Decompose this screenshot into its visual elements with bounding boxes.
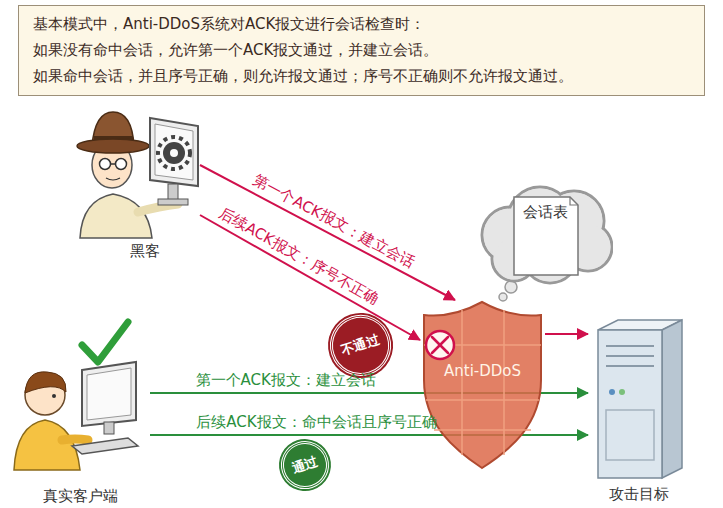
monitor bbox=[150, 118, 198, 186]
drive-bay bbox=[606, 365, 654, 367]
edge-label: 后续ACK报文：序号不正确 bbox=[216, 204, 382, 309]
edge-label: 后续ACK报文：命中会话且序号正确 bbox=[196, 413, 436, 431]
keyboard bbox=[72, 438, 138, 454]
hacker-figure bbox=[77, 112, 198, 238]
target-server: 攻击目标 bbox=[588, 318, 690, 503]
node-label: 黑客 bbox=[130, 242, 160, 260]
shield-pattern bbox=[503, 310, 505, 455]
server-figure bbox=[598, 320, 682, 478]
note-heading: 基本模式中，Anti-DDoS系统对ACK报文进行会话检查时： bbox=[33, 11, 690, 37]
screen bbox=[155, 124, 193, 180]
stamp-text: 通过 bbox=[290, 452, 320, 477]
edge-label: 第一个ACK报文：建立会话 bbox=[196, 371, 376, 389]
node-label: Anti-DDoS bbox=[444, 362, 521, 380]
server-light bbox=[619, 389, 625, 395]
drive-bay bbox=[606, 355, 654, 357]
client-eye bbox=[52, 394, 56, 398]
hacker-node: 黑客 bbox=[90, 105, 200, 260]
monitor-stand bbox=[104, 422, 114, 434]
thought-dot bbox=[505, 281, 517, 293]
monitor-stand bbox=[168, 184, 178, 200]
shield-pattern bbox=[461, 310, 463, 455]
monitor-base bbox=[158, 199, 188, 205]
session-table-bubble: 会话表 bbox=[478, 185, 613, 285]
block-mark bbox=[426, 331, 454, 359]
glasses bbox=[116, 159, 127, 170]
document-icon bbox=[514, 197, 578, 275]
note-box: 基本模式中，Anti-DDoS系统对ACK报文进行会话检查时：如果没有命中会话，… bbox=[18, 5, 705, 96]
client-figure bbox=[14, 322, 138, 470]
note-line: 如果命中会话，并且序号正确，则允许报文通过；序号不正确则不允许报文通过。 bbox=[33, 63, 690, 89]
hat-brim bbox=[77, 139, 149, 153]
shield-pattern bbox=[426, 399, 539, 401]
node-label: 会话表 bbox=[523, 203, 568, 221]
client-body bbox=[14, 420, 80, 470]
node-label: 攻击目标 bbox=[609, 485, 669, 503]
glasses-bridge bbox=[111, 163, 116, 165]
flow-arrow bbox=[200, 215, 420, 340]
block-cross bbox=[432, 337, 448, 353]
gear-icon bbox=[163, 142, 185, 164]
glasses bbox=[100, 159, 111, 170]
shield-pattern bbox=[434, 429, 531, 431]
drive-bay bbox=[606, 345, 654, 347]
note-line: 如果没有命中会话，允许第一个ACK报文通过，并建立会话。 bbox=[33, 37, 690, 63]
checkmark bbox=[82, 322, 128, 362]
flow-arrow bbox=[545, 333, 588, 335]
shield-shape bbox=[420, 300, 545, 470]
thought-bubble bbox=[478, 185, 613, 285]
client-node: 真实客户端 bbox=[10, 320, 150, 505]
shield-outline bbox=[424, 302, 541, 468]
client-hair bbox=[25, 372, 66, 393]
mouth bbox=[106, 178, 120, 180]
pass-stamp: 通过 bbox=[275, 435, 336, 496]
server-side bbox=[662, 320, 682, 478]
block-cross bbox=[432, 337, 448, 353]
server-front bbox=[598, 330, 662, 478]
edge-label: 第一个ACK报文：建立会话 bbox=[250, 171, 418, 271]
node-label: 真实客户端 bbox=[43, 487, 118, 505]
anti-ddos-shield: Anti-DDoS bbox=[420, 300, 545, 470]
gear-teeth bbox=[158, 137, 190, 169]
gear-hole bbox=[170, 149, 178, 157]
hacker-body bbox=[80, 194, 152, 238]
server-panel bbox=[606, 410, 654, 460]
client-arm bbox=[62, 439, 88, 440]
document-fold bbox=[570, 197, 578, 205]
server-light bbox=[609, 389, 615, 395]
stamp-text: 不通过 bbox=[339, 330, 382, 359]
thought-dot bbox=[499, 293, 507, 301]
screen bbox=[87, 368, 131, 420]
shield-pattern bbox=[424, 344, 541, 346]
block-circle bbox=[426, 331, 454, 359]
monitor bbox=[82, 362, 136, 426]
